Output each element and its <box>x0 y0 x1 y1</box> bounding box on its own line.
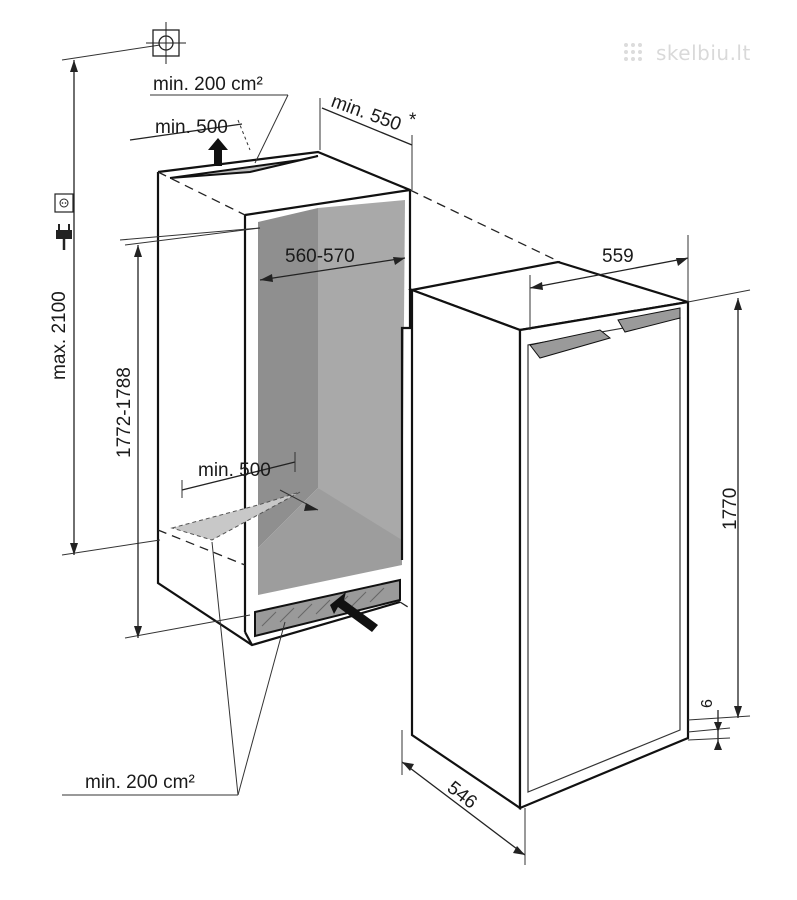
top-vent-area-label: min. 200 cm² <box>153 74 263 95</box>
niche-height-label: 1772-1788 <box>114 367 135 458</box>
niche-width-dimension: 560-570 <box>119 227 406 282</box>
appliance-side <box>410 288 522 811</box>
max-height-label: max. 2100 <box>49 291 70 380</box>
watermark-text: skelbiu.lt <box>656 41 751 65</box>
bottom-vent-depth-label: min. 500 <box>198 460 271 481</box>
niche-inner-floor <box>258 488 402 595</box>
base-gap-dimension: 6 <box>687 699 731 750</box>
appliance-height-label: 1770 <box>720 488 741 530</box>
appliance-width-dimension: 559 <box>529 235 689 330</box>
airflow-up-arrow-icon <box>208 138 228 166</box>
appliance-width-label: 559 <box>602 246 634 267</box>
niche-cabinet <box>156 150 561 681</box>
appliance-depth-label: 546 <box>443 777 481 813</box>
top-vent-depth-label: min. 500 <box>155 117 228 138</box>
top-vent-depth-dimension: min. 500 <box>129 117 251 151</box>
appliance-front <box>518 300 690 810</box>
niche-height-dimension: 1772-1788 <box>114 227 261 639</box>
niche-inner-left-wall <box>258 208 318 548</box>
crosshair-icon <box>146 22 186 64</box>
min-depth-dimension: min. 550 * <box>319 91 417 190</box>
niche-width-label: 560-570 <box>285 246 355 267</box>
base-gap-label: 6 <box>699 699 716 708</box>
min-depth-label: min. 550 <box>328 91 404 136</box>
plug-icon <box>56 224 72 250</box>
bottom-vent-area-label: min. 200 cm² <box>85 772 195 793</box>
watermark: skelbiu.lt <box>624 41 751 65</box>
niche-inner-back-wall <box>318 200 405 560</box>
floor-vent <box>170 491 301 541</box>
airflow-in-arrow-icon <box>330 592 378 632</box>
appliance-vent-right <box>617 307 681 333</box>
appliance-height-dimension: 1770 <box>687 289 751 721</box>
top-vent-area-dimension: min. 200 cm² <box>150 74 289 164</box>
appliance-vent-left <box>529 329 612 359</box>
bottom-vent-depth-dimension: min. 500 <box>181 452 319 511</box>
max-height-dimension: max. 2100 <box>49 44 161 556</box>
bottom-vent-area-dimension: min. 200 cm² <box>62 541 286 796</box>
top-vent-slot <box>169 155 319 179</box>
appliance <box>407 260 690 811</box>
socket-icon <box>54 193 74 213</box>
min-depth-mark: * <box>409 110 417 131</box>
